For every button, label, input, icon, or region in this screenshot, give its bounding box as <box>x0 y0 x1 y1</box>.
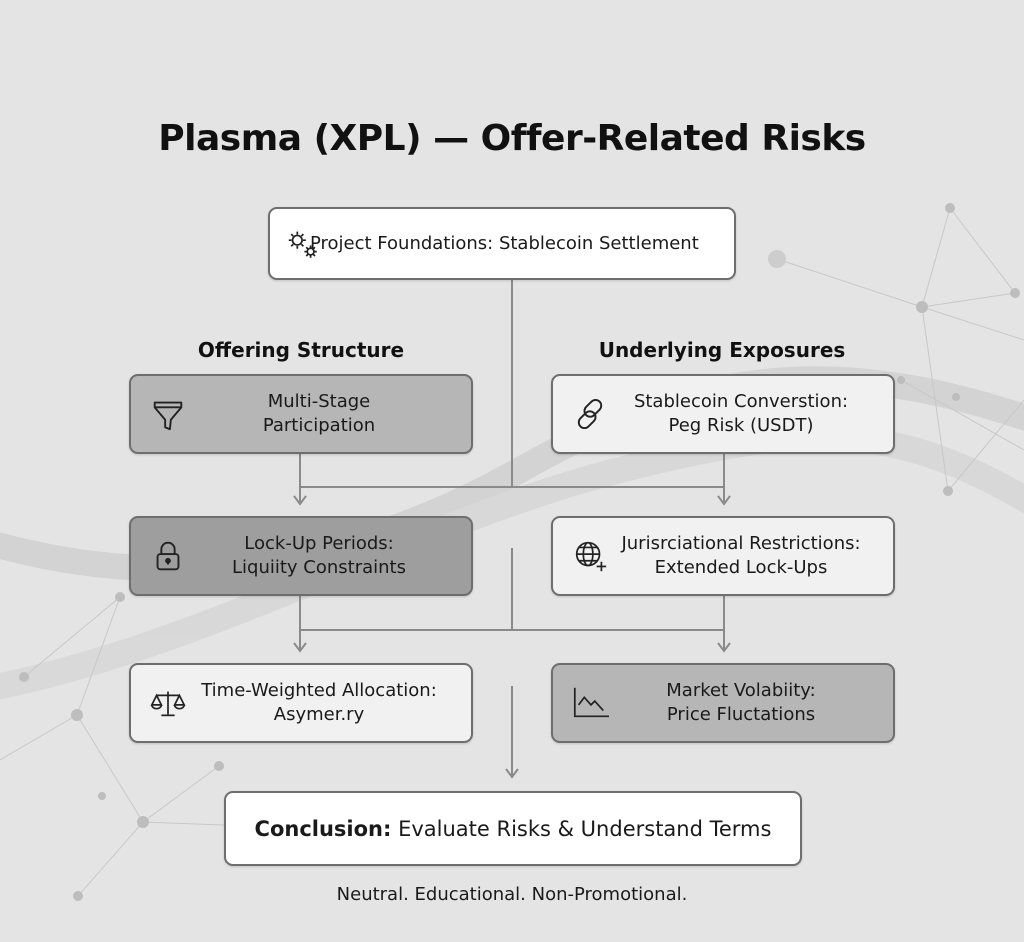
node-line-2: Liquiity Constraints <box>232 557 406 578</box>
node-line-2: Participation <box>262 415 376 436</box>
node-multi-stage-participation: Multi-Stage Participation <box>129 374 473 454</box>
globe-icon <box>575 541 607 572</box>
node-line-2: Peg Risk (USDT) <box>668 415 814 436</box>
top-node-label: Project Foundations: Stablecoin Settleme… <box>310 232 699 254</box>
arrowhead <box>505 768 519 779</box>
node-time-weighted-allocation: Time-Weighted Allocation: Asymer.ry <box>129 663 473 743</box>
arrowhead <box>717 642 731 653</box>
node-line-1: Market Volabiity: <box>666 680 816 701</box>
diagram-title: Plasma (XPL) — Offer-Related Risks <box>158 118 866 159</box>
node-jurisdictional-restrictions: Jurisrciational Restrictions: Extended L… <box>551 516 895 596</box>
node-line-2: Price Fluctations <box>666 704 816 725</box>
scales-icon <box>150 691 186 717</box>
arrowhead <box>717 495 731 506</box>
conclusion-node: Conclusion: Evaluate Risks & Understand … <box>224 791 802 866</box>
node-line-1: Stablecoin Converstion: <box>633 391 849 412</box>
padlock-icon <box>156 541 180 571</box>
chain-link-icon <box>577 398 603 430</box>
node-line-1: Multi-Stage <box>267 391 371 412</box>
footer-disclaimer: Neutral. Educational. Non-Promotional. <box>336 884 688 905</box>
line-chart-icon <box>573 687 609 718</box>
conclusion-text: Evaluate Risks & Understand Terms <box>391 816 772 841</box>
node-line-2: Asymer.ry <box>273 704 365 725</box>
funnel-icon <box>153 401 183 431</box>
section-heading-offering-structure: Offering Structure <box>197 338 405 362</box>
node-line-1: Lock-Up Periods: <box>244 533 394 554</box>
node-line-1: Time-Weighted Allocation: <box>201 680 437 701</box>
node-market-volatility: Market Volabiity: Price Fluctations <box>551 663 895 743</box>
node-lock-up-periods: Lock-Up Periods: Liquiity Constraints <box>129 516 473 596</box>
section-heading-underlying-exposures: Underlying Exposures <box>598 338 846 362</box>
top-node-project-foundations: Project Foundations: Stablecoin Settleme… <box>268 207 736 280</box>
conclusion-label: Conclusion: <box>254 816 392 841</box>
node-line-1: Jurisrciational Restrictions: <box>621 533 861 554</box>
gears-icon <box>288 231 317 258</box>
arrowhead <box>293 642 307 653</box>
node-line-2: Extended Lock-Ups <box>654 557 828 578</box>
node-stablecoin-conversion: Stablecoin Converstion: Peg Risk (USDT) <box>551 374 895 454</box>
arrowhead <box>293 495 307 506</box>
